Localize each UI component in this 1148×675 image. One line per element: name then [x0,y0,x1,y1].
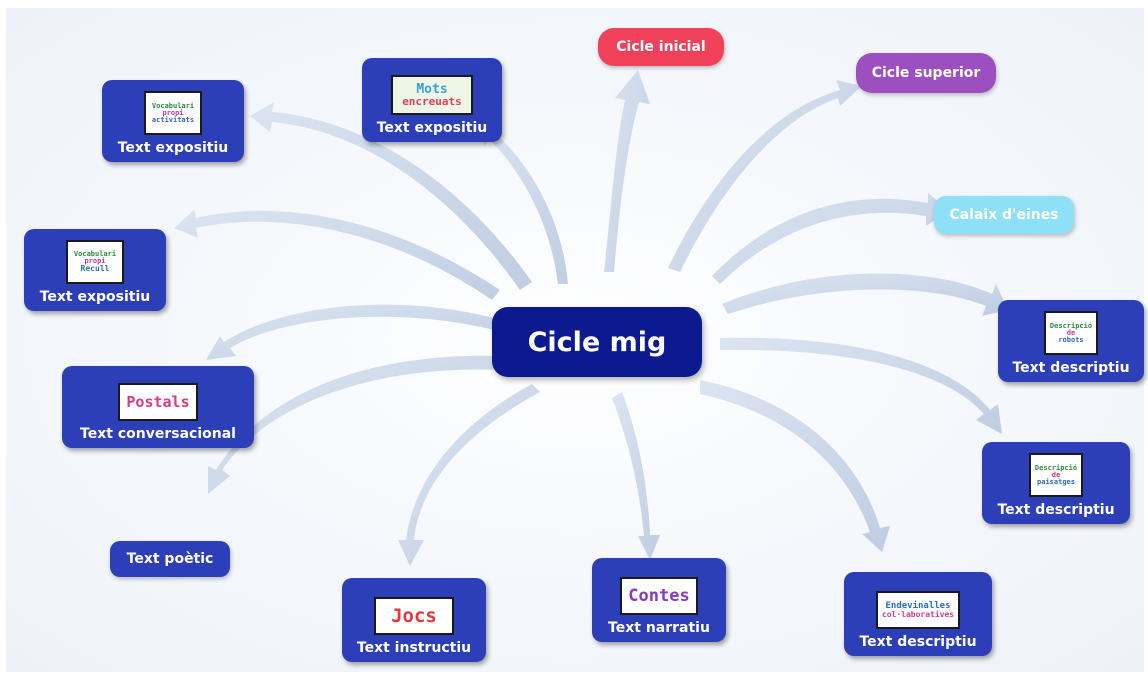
endevinalles-thumbnail: Endevinalles col·laboratives [876,591,960,629]
arrow-to-jocs [398,384,540,566]
cicle-superior-label: Cicle superior [871,64,981,81]
thumb-line: paisatges [1037,477,1075,486]
link-cicle-inicial[interactable]: Cicle inicial [598,28,724,66]
link-calaix-eines[interactable]: Calaix d'eines [934,196,1074,234]
arrow-to-vocabulari-recull [174,210,500,300]
card-label: Text instructiu [356,640,472,656]
card-text-poetic[interactable]: Text poètic [110,541,230,577]
center-label: Cicle mig [527,326,667,358]
thumb-line: activitats [151,115,195,124]
descripcio-paisatges-thumbnail: Descripció de paisatges [1029,453,1083,497]
card-label: Text expositiu [376,120,488,136]
thumb-line: encreuats [402,95,462,108]
center-node-cicle-mig[interactable]: Cicle mig [492,307,702,377]
arrow-to-mots-encreuats [480,122,568,284]
thumb-line: de [1051,470,1061,479]
card-label: Text descriptiu [1012,360,1130,376]
cicle-inicial-label: Cicle inicial [616,38,706,55]
card-jocs[interactable]: Jocs Text instructiu [342,578,486,662]
thumb-line: col·laboratives [881,609,955,619]
vocabulari-activitats-thumbnail: Vocabulari propi activitats [144,91,202,135]
card-vocabulari-recull[interactable]: Vocabulari propi Recull Text expositiu [24,229,166,311]
thumb-line: Recull [80,264,110,273]
card-postals[interactable]: Postals Text conversacional [62,366,254,448]
arrow-to-text-poetic [208,355,500,494]
arrow-to-cicle-inicial [604,70,650,272]
thumb-line: Vocabulari [73,250,117,258]
thumb-line: Jocs [391,604,437,627]
card-contes[interactable]: Contes Text narratiu [592,558,726,642]
thumb-line: Endevinalles [885,600,951,611]
card-label: Text conversacional [80,426,236,442]
arrow-to-cicle-superior [668,80,862,272]
arrow-to-calaix-eines [712,193,950,284]
thumb-line: Postals [126,392,190,411]
card-descripcio-paisatges[interactable]: Descripció de paisatges Text descriptiu [982,442,1130,524]
card-vocabulari-activitats[interactable]: Vocabulari propi activitats Text exposit… [102,80,244,162]
contes-thumbnail: Contes [620,577,698,615]
arrow-to-postals [206,304,494,360]
postals-thumbnail: Postals [118,383,198,421]
arrow-to-contes [612,392,660,560]
jocs-thumbnail: Jocs [374,597,454,635]
thumb-line: robots [1058,335,1084,344]
arrow-to-descripcio-robots [722,273,1008,316]
thumb-line: Contes [628,585,690,606]
card-descripcio-robots[interactable]: Descripció de robots Text descriptiu [998,300,1144,382]
thumb-line: Mots [416,82,448,97]
card-label: Text expositiu [117,140,229,156]
thumb-line: Descripció [1034,463,1078,472]
arrow-to-vocabulari-activitats [250,102,532,290]
card-label: Text descriptiu [997,502,1115,518]
card-label: Text narratiu [608,620,710,636]
descripcio-robots-thumbnail: Descripció de robots [1044,311,1098,355]
card-label: Text descriptiu [859,634,977,650]
thumb-line: propi [162,108,184,117]
thumb-line: Vocabulari [151,101,195,110]
link-cicle-superior[interactable]: Cicle superior [856,53,996,93]
mots-encreuats-thumbnail: Mots encreuats [391,75,473,115]
calaix-eines-label: Calaix d'eines [949,206,1059,223]
card-label: Text expositiu [39,289,151,305]
card-mots-encreuats[interactable]: Mots encreuats Text expositiu [362,58,502,142]
vocabulari-recull-thumbnail: Vocabulari propi Recull [66,240,124,284]
arrow-to-descripcio-paisatges [720,337,1002,434]
arrow-to-endevinalles [700,380,890,552]
thumb-line: de [1066,328,1076,337]
card-endevinalles[interactable]: Endevinalles col·laboratives Text descri… [844,572,992,656]
thumb-line: Descripció [1049,321,1093,330]
thumb-line: propi [84,257,106,265]
card-label: Text poètic [126,550,214,567]
